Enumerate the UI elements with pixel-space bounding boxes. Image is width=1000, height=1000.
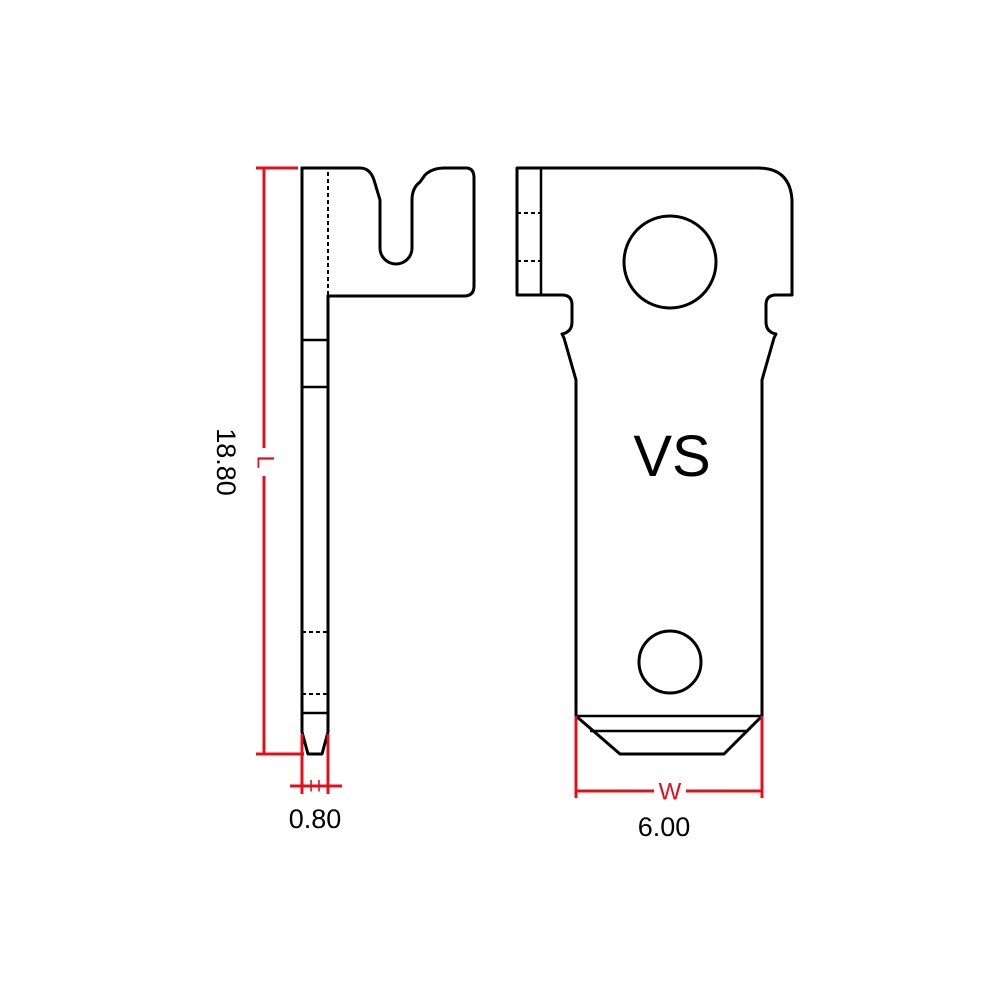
small-hole <box>637 629 703 695</box>
width-dimension: W 6.00 <box>574 716 764 842</box>
thickness-symbol: H <box>309 776 321 795</box>
front-view: VS <box>515 166 794 756</box>
thickness-value: 0.80 <box>289 804 342 834</box>
front-view-outline <box>515 166 794 756</box>
side-view-blade <box>300 166 330 756</box>
side-view-tab <box>300 166 476 298</box>
length-dimension: L 18.80 <box>211 166 304 756</box>
side-view <box>300 166 476 756</box>
width-value: 6.00 <box>638 812 691 842</box>
part-marking: VS <box>633 424 710 489</box>
length-symbol: L <box>252 455 279 468</box>
thickness-dimension: H 0.80 <box>289 734 342 834</box>
large-mounting-hole <box>622 214 718 310</box>
width-symbol: W <box>659 778 682 805</box>
length-value: 18.80 <box>211 428 241 496</box>
